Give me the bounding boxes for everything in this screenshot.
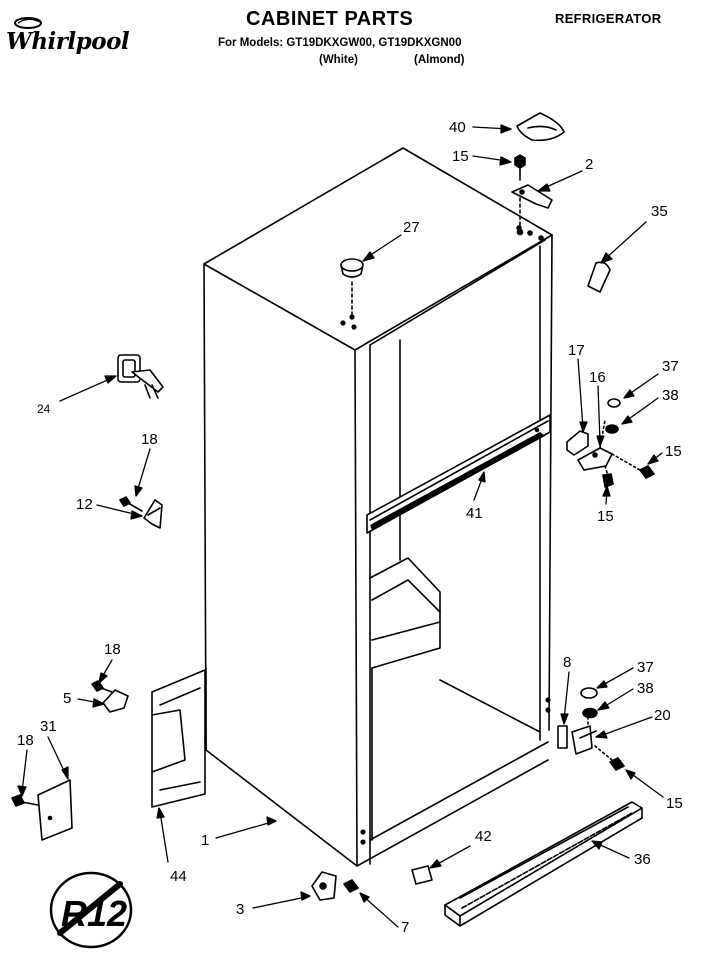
callout-leaders (17, 124, 664, 928)
bracket-part-24 (117, 354, 164, 399)
callout-15-right: 15 (665, 443, 682, 460)
callout-18-upper: 18 (141, 431, 158, 448)
screw-part-15d (609, 757, 625, 771)
screw-part-18a (119, 496, 143, 512)
callout-1: 1 (201, 832, 209, 849)
screw-part-18c (11, 794, 39, 807)
callout-41: 41 (466, 505, 483, 522)
callout-15-lower: 15 (666, 795, 683, 812)
callout-17: 17 (568, 342, 585, 359)
bracket-part-3 (311, 871, 337, 901)
cover-part-31 (37, 779, 73, 841)
callout-38-lower: 38 (637, 680, 654, 697)
page-title: CABINET PARTS (246, 8, 414, 30)
callout-18-left: 18 (17, 732, 34, 749)
appliance-category: REFRIGERATOR (555, 11, 662, 26)
toe-grille-part-36 (444, 801, 643, 927)
callout-31: 31 (40, 718, 57, 735)
bottom-hinge-parts (557, 711, 613, 761)
refrigerant-r12-label: R12 (61, 893, 127, 934)
model-numbers: For Models: GT19DKXGW00, GT19DKXGN00 (218, 37, 462, 49)
callout-18-lower: 18 (104, 641, 121, 658)
bracket-part-5 (102, 689, 129, 713)
refrigerant-r12-badge (49, 871, 133, 949)
washer-part-38a (605, 424, 619, 434)
callout-40: 40 (449, 119, 466, 136)
callout-42: 42 (475, 828, 492, 845)
callout-3: 3 (236, 901, 244, 918)
callout-38-upper: 38 (662, 387, 679, 404)
callout-24: 24 (37, 402, 51, 416)
callout-8: 8 (563, 654, 571, 671)
top-plug-part (340, 258, 364, 330)
callout-44: 44 (170, 868, 187, 885)
middle-hinge-parts (566, 419, 641, 477)
hinge-pin-cover-part (587, 261, 611, 293)
brand-wordmark: Whirlpool (6, 28, 130, 55)
variant-almond: (Almond) (414, 54, 465, 66)
callout-36: 36 (634, 851, 651, 868)
callout-27: 27 (403, 219, 420, 236)
callout-37-upper: 37 (662, 358, 679, 375)
clip-part-42 (411, 865, 433, 885)
callout-35: 35 (651, 203, 668, 220)
callout-12: 12 (76, 496, 93, 513)
divider-rail (366, 414, 551, 534)
washer-part-38b (582, 707, 598, 719)
screw-part-18b (91, 680, 113, 693)
callout-15-mid: 15 (597, 508, 614, 525)
hinge-bracket-plate-44 (151, 669, 206, 808)
callout-20: 20 (654, 707, 671, 724)
screw-part-15b (639, 465, 655, 479)
variant-white: (White) (319, 54, 358, 66)
screw-part-7 (343, 879, 359, 893)
top-hinge-screw (514, 154, 526, 181)
whirlpool-logo: Whirlpool (6, 14, 130, 64)
callout-16: 16 (589, 369, 606, 386)
washer-part-37b (580, 687, 598, 699)
bracket-part-12 (143, 499, 163, 529)
callout-5: 5 (63, 690, 71, 707)
cabinet-body (203, 147, 553, 867)
callout-2: 2 (585, 156, 593, 173)
top-hinge-part (511, 184, 553, 236)
screw-part-15c (602, 473, 614, 488)
washer-part-37a (607, 398, 621, 408)
callout-15-top: 15 (452, 148, 469, 165)
callout-37-lower: 37 (637, 659, 654, 676)
logo-swirl-icon (14, 17, 42, 29)
callout-7: 7 (401, 919, 409, 936)
